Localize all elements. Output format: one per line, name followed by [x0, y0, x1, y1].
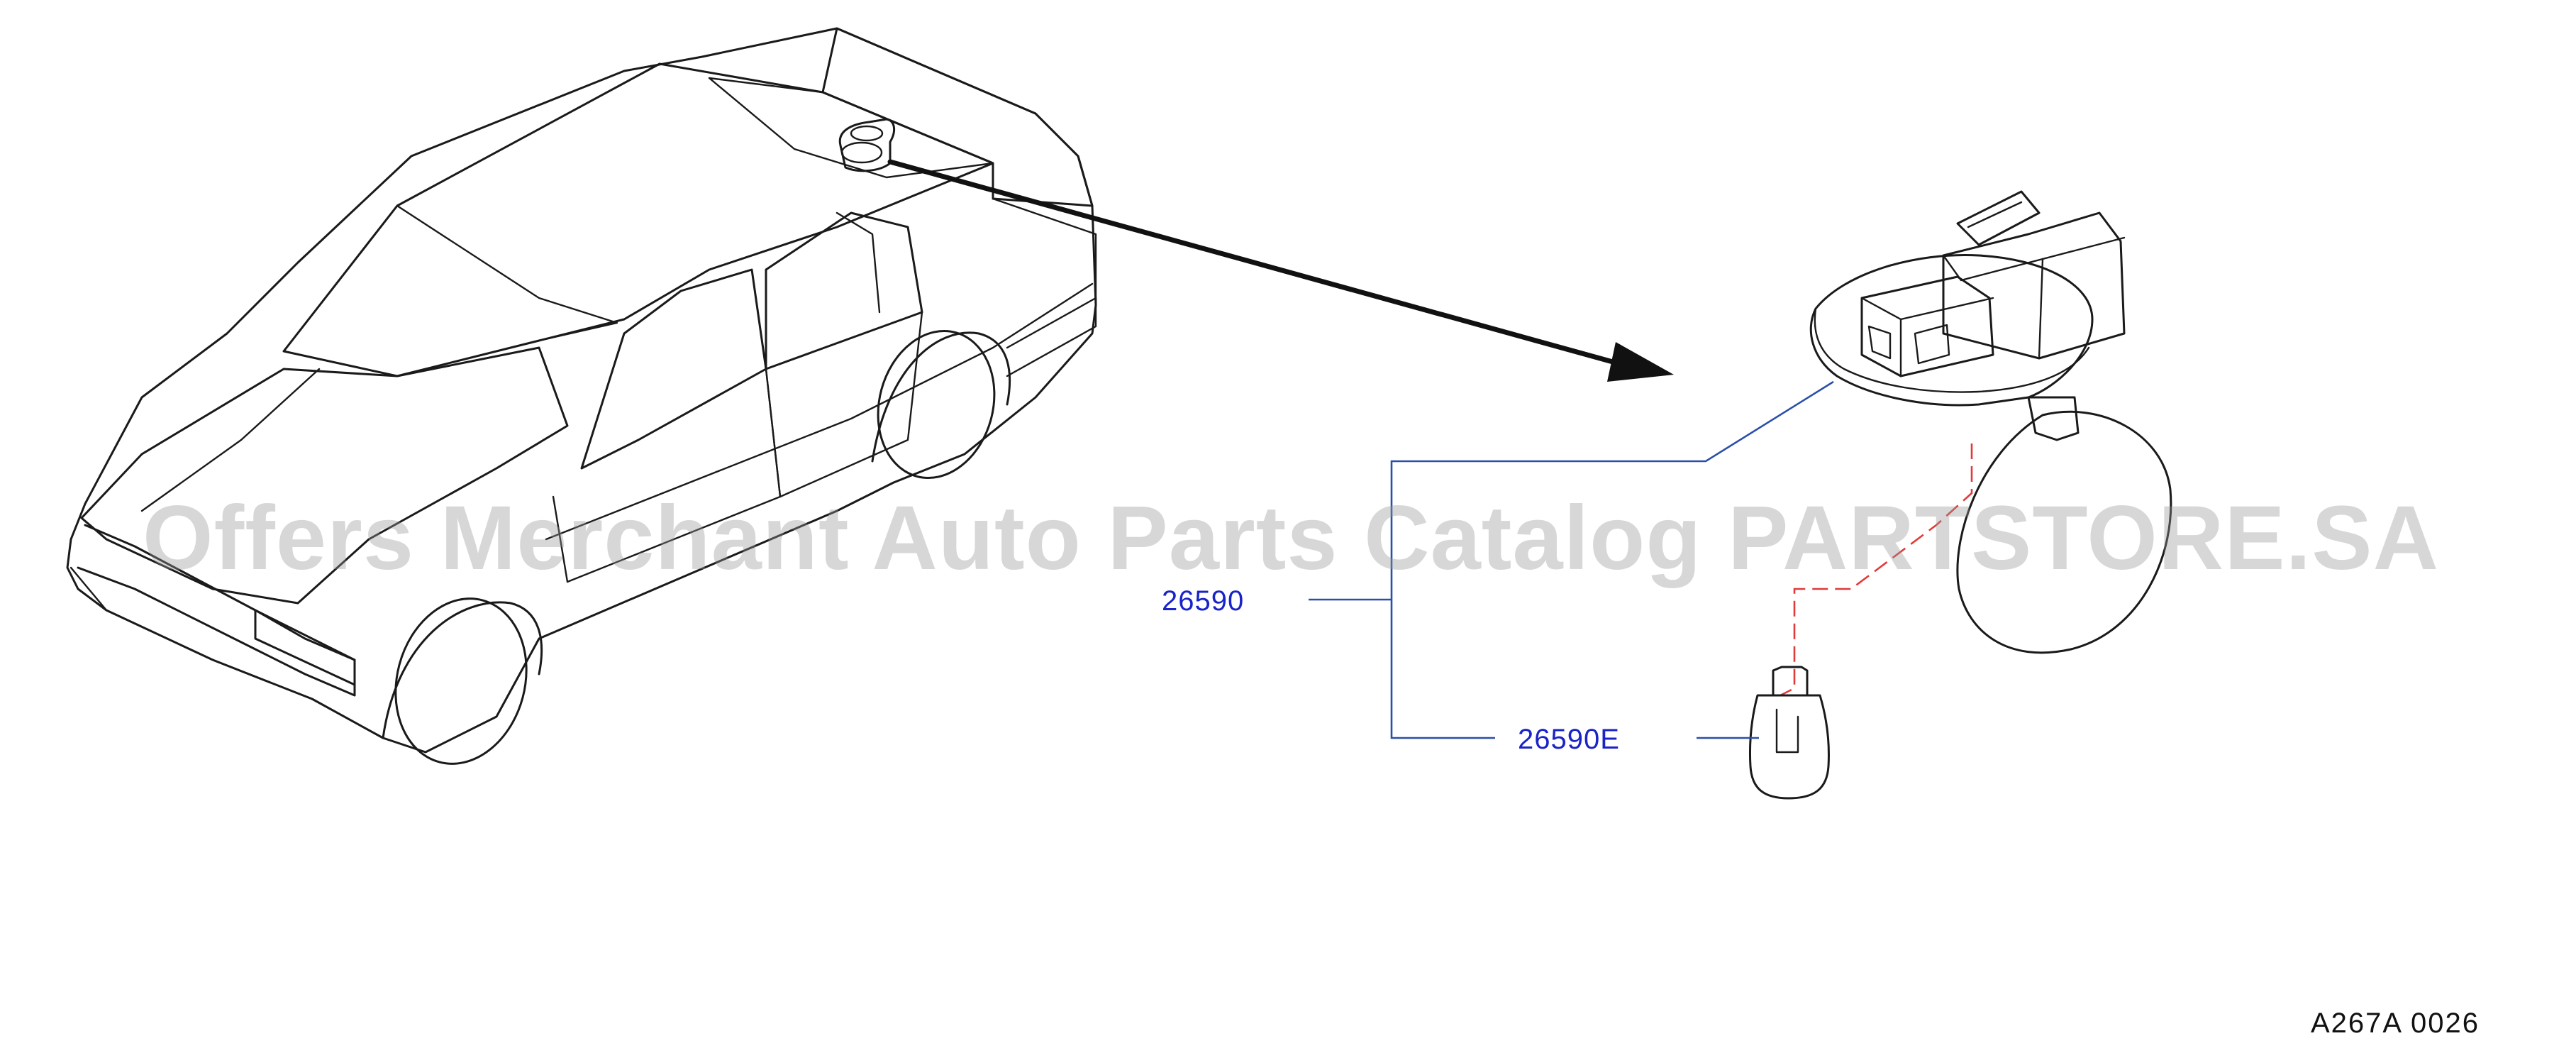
car-front-side-window [580, 268, 767, 470]
car-hood [80, 346, 569, 605]
car-window-pillar [835, 211, 881, 314]
location-arrow [887, 159, 1674, 382]
car-rear-wheel [877, 329, 996, 480]
lamp-assembly [1809, 190, 2172, 654]
car-front-wheel-arch [382, 601, 543, 739]
part-number-26590[interactable]: 26590 [1162, 585, 1245, 617]
car-trunk-edge [992, 197, 1097, 307]
car-body-outline [66, 27, 1097, 754]
bulb-filament [1775, 708, 1799, 754]
car-front-wheel [394, 597, 528, 765]
car-rear-door [765, 311, 923, 498]
part-number-26590E[interactable]: 26590E [1518, 724, 1620, 755]
car-rear-bumper [1006, 297, 1097, 377]
arrow-head [1607, 342, 1674, 382]
bulb-wedge-base [1772, 666, 1809, 697]
lamp-connector-top [1942, 236, 2126, 282]
car-front-bumper [70, 566, 384, 739]
lamp-base-disc [1809, 253, 2094, 407]
lamp-locking-tab [2027, 396, 2080, 441]
car-trunk-lid [821, 27, 1094, 207]
car-rear-window [708, 77, 994, 179]
lamp-connector-latch [1956, 190, 2041, 246]
leader-lines [1309, 380, 1834, 739]
car-headlight [254, 609, 356, 686]
car-illustration [66, 27, 1097, 765]
diagram-reference-code: A267A 0026 [2311, 1008, 2480, 1039]
bulb-glass [1748, 694, 1830, 800]
lamp-lens [1956, 410, 2172, 654]
car-hood-crease [140, 368, 321, 512]
car-grille [77, 524, 356, 697]
car-side-molding [545, 282, 1094, 541]
car-lamp-location [838, 118, 896, 172]
car-roof [282, 62, 994, 377]
lamp-base-rim [1814, 307, 2090, 393]
wedge-bulb [1748, 666, 1830, 800]
lamp-connector-edge [2038, 258, 2044, 360]
assembly-dashed-line [1780, 443, 1973, 697]
lamp-terminal-socket [1860, 275, 1994, 377]
lamp-terminal-slot [1867, 325, 1892, 360]
car-windshield [282, 204, 618, 377]
car-rear-side-window [765, 211, 923, 370]
leader-26590 [1390, 380, 1834, 739]
car-rear-wheel-arch [871, 331, 1011, 463]
lamp-connector-housing [1942, 211, 2126, 360]
